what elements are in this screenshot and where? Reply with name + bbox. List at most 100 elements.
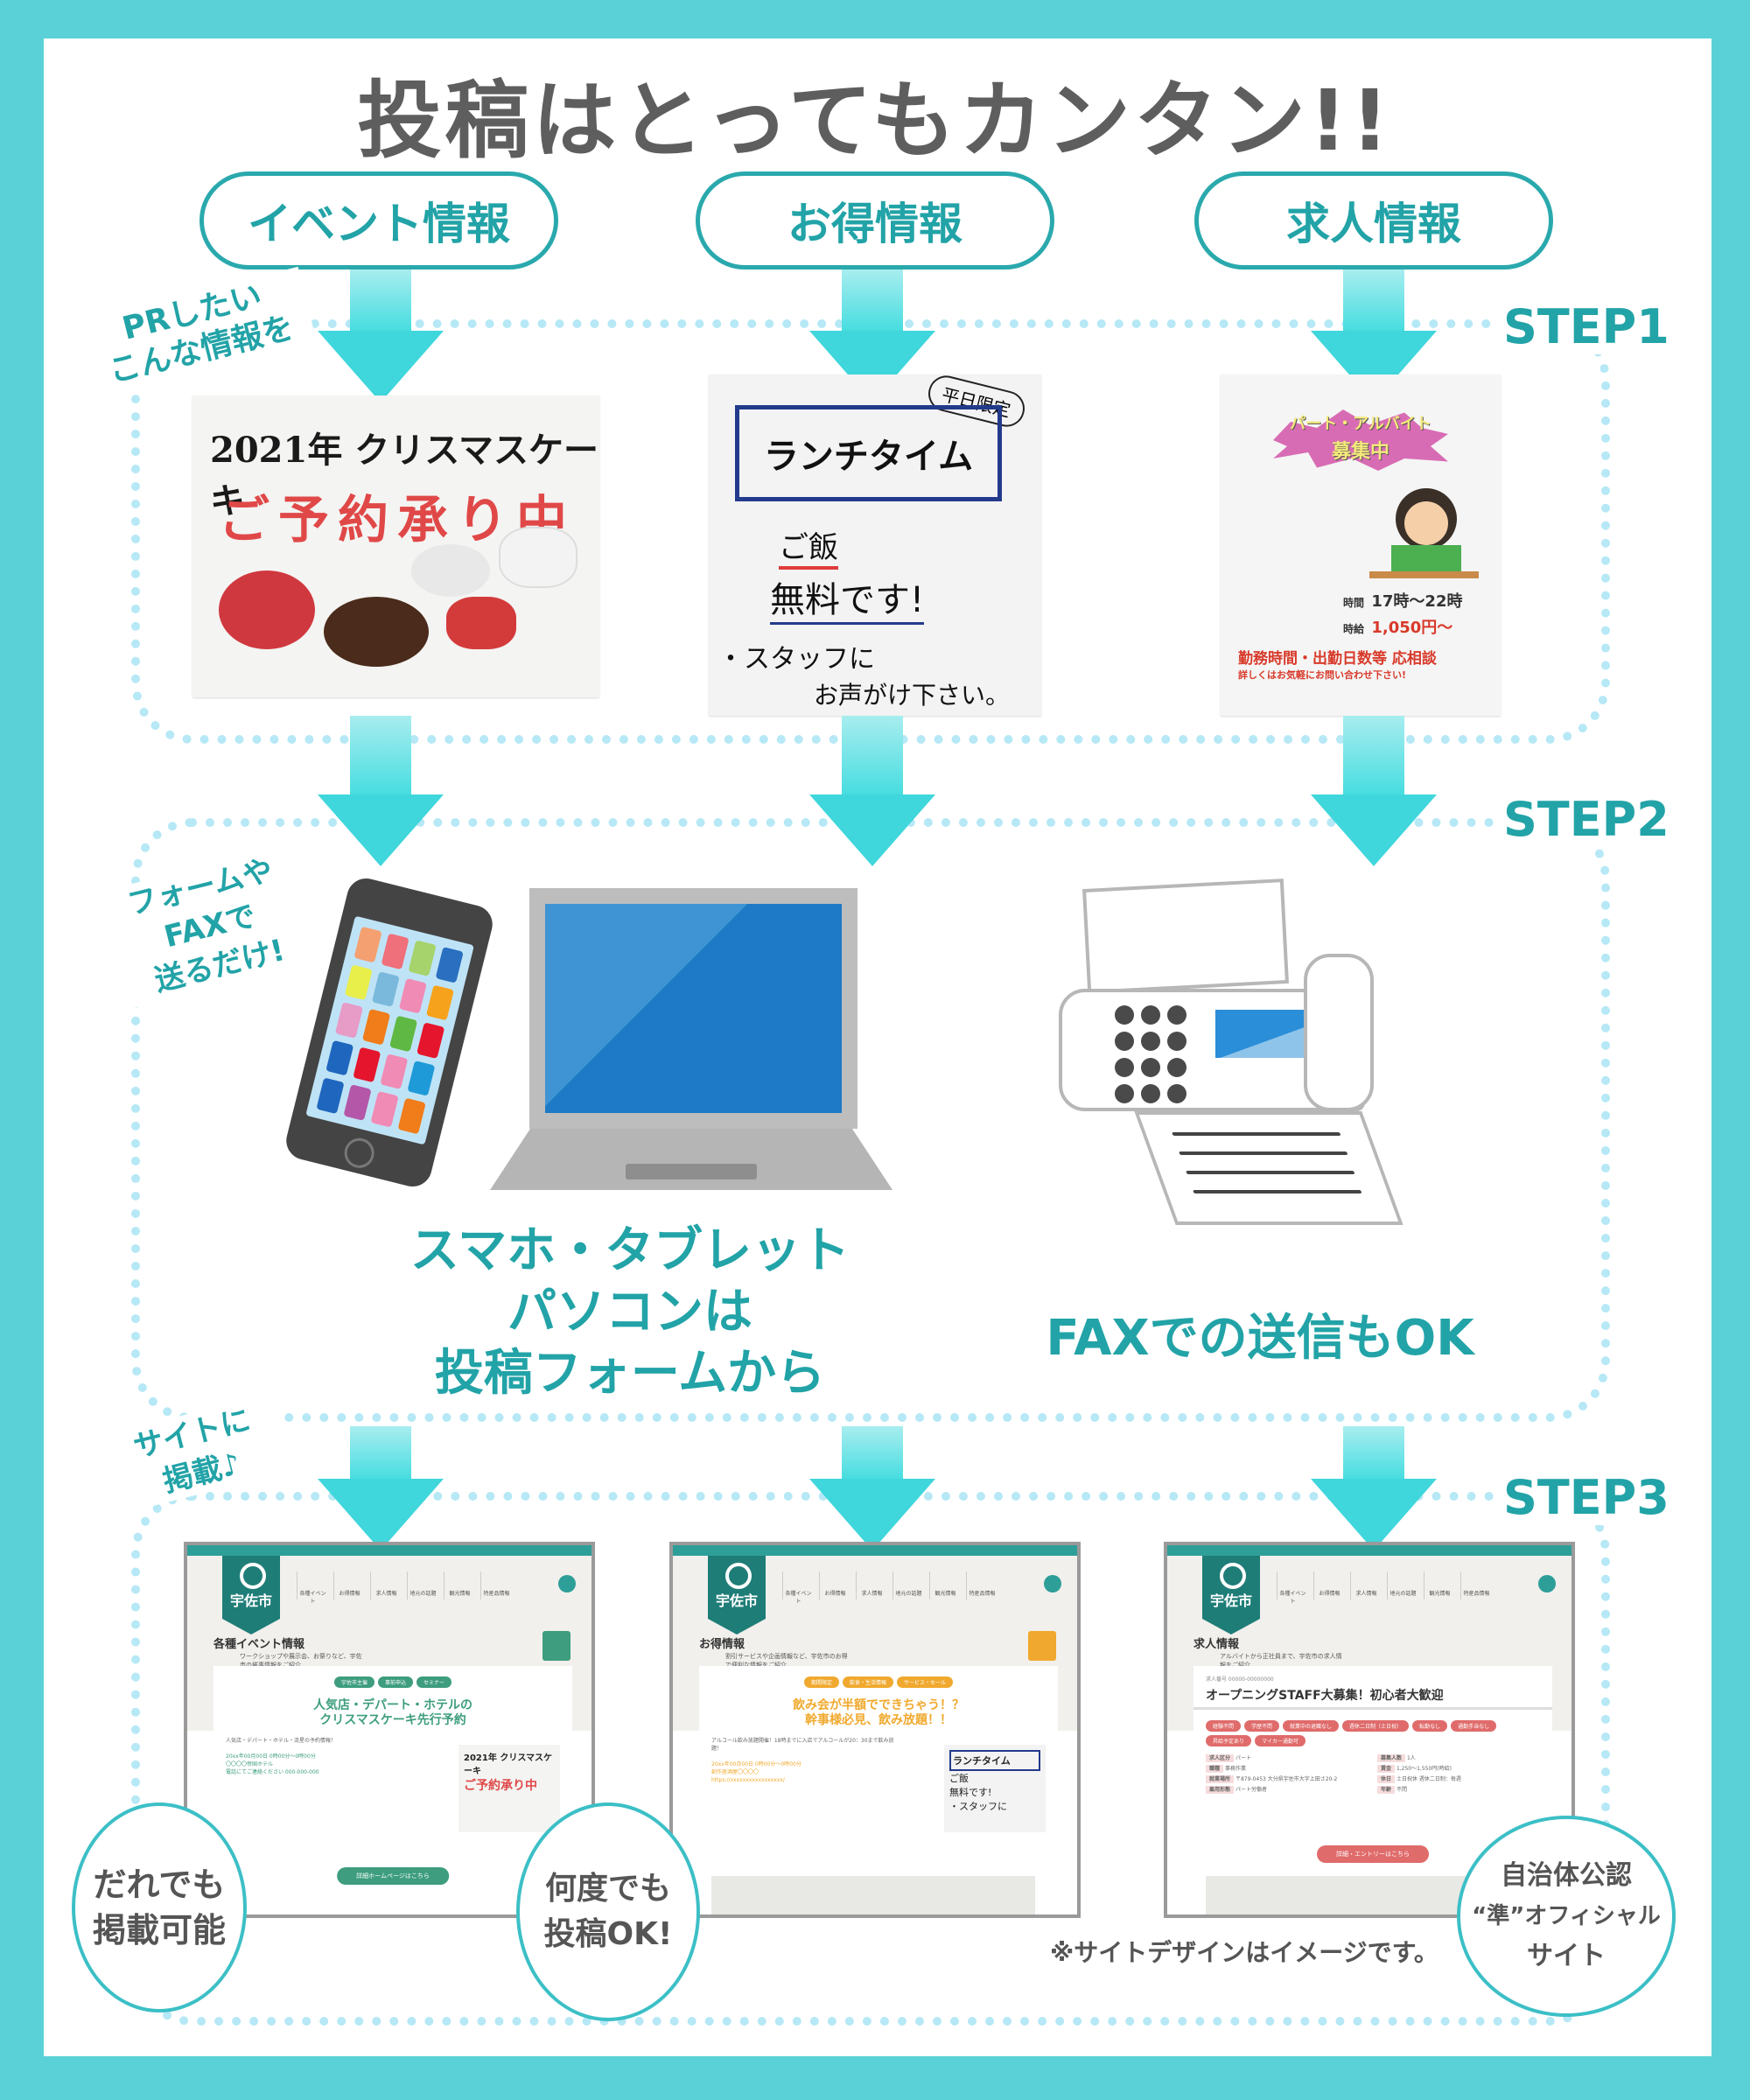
section-title: お得情報 xyxy=(699,1638,746,1651)
photo-text: 時給 xyxy=(1343,623,1365,635)
nav-item: 特産品情報 xyxy=(1460,1572,1492,1600)
feature-bubble-official: 自治体公認“準”オフィシャルサイト xyxy=(1457,1816,1676,2017)
fax-keypad xyxy=(1115,1005,1186,1103)
cake-shape xyxy=(411,544,490,597)
search-button xyxy=(1028,1631,1056,1661)
job-poster-photo: パート・アルバイト 募集中 時間 17時〜22時 時給 1,050円〜 勤務時間… xyxy=(1221,374,1501,716)
nav-item: お得情報 xyxy=(819,1572,850,1600)
job-number: 求人番号 00000-00000000 xyxy=(1206,1676,1274,1683)
nav-item: 特産品情報 xyxy=(480,1572,512,1600)
search-icon xyxy=(1538,1575,1556,1592)
category-label: イベント情報 xyxy=(248,199,510,249)
nav-item: お得情報 xyxy=(333,1572,365,1600)
photo-text: 詳しくはお気軽にお問い合わせ下さい! xyxy=(1238,669,1407,681)
photo-text: パート・アルバイト xyxy=(1290,415,1432,433)
arrow-down-icon xyxy=(350,270,411,331)
arrow-down-icon xyxy=(350,716,411,794)
nav-item: 各種イベント xyxy=(782,1572,814,1605)
photo-text: 勤務時間・出勤日数等 応相談 xyxy=(1238,650,1437,668)
fax-machine-icon xyxy=(1059,866,1479,1234)
event-poster-photo: 2021年 クリスマスケーキ ご予約承り中 xyxy=(192,396,599,697)
arrow-down-icon xyxy=(1343,1426,1404,1479)
search-icon xyxy=(1044,1575,1061,1592)
site-nav: 各種イベントお得情報求人情報地元の話題観光情報特産品情報 xyxy=(297,1572,512,1605)
arrow-down-icon xyxy=(842,716,903,794)
nav-item: 観光情報 xyxy=(1424,1572,1455,1600)
photo-text: ランチタイム xyxy=(735,405,1002,501)
site-logo: 宇佐市 xyxy=(222,1556,280,1634)
cake-shape xyxy=(219,570,315,649)
photo-text: 1,050円〜 xyxy=(1371,619,1453,637)
arrow-head xyxy=(809,1479,935,1550)
step2-label: STEP2 xyxy=(1496,792,1676,847)
section-subtitle: 割引サービスや企画情報など、宇佐市のお得で便利な情報をご紹介 xyxy=(725,1653,848,1669)
section-subtitle: アルバイトから正社員まで、宇佐市の求人情報をご紹介 xyxy=(1220,1653,1342,1669)
step3-label: STEP3 xyxy=(1496,1470,1676,1525)
counter-shape xyxy=(1369,571,1479,578)
site-preview-deal: 宇佐市 各種イベントお得情報求人情報地元の話題観光情報特産品情報 お得情報 割引… xyxy=(669,1542,1081,1918)
job-headline: オープニングSTAFF大募集！初心者大歓迎 xyxy=(1194,1683,1552,1710)
nav-item: 特産品情報 xyxy=(966,1572,998,1600)
fax-handset xyxy=(1304,954,1374,1111)
nav-item: 求人情報 xyxy=(856,1572,887,1600)
nav-item: 観光情報 xyxy=(444,1572,475,1600)
fax-display xyxy=(1215,1010,1312,1058)
arrow-head xyxy=(1311,1479,1437,1550)
category-job: 求人情報 xyxy=(1194,172,1553,270)
photo-text: ・スタッフに xyxy=(718,644,875,675)
site-preview-event: 宇佐市 各種イベントお得情報求人情報地元の話題観光情報特産品情報 各種イベント情… xyxy=(184,1542,595,1918)
arrow-down-icon xyxy=(1343,716,1404,794)
site-logo: 宇佐市 xyxy=(1202,1556,1260,1634)
photo-text: 17時〜22時 xyxy=(1371,592,1463,611)
caption-line: 投稿フォームから xyxy=(434,1345,826,1402)
site-nav: 各種イベントお得情報求人情報地元の話題観光情報特産品情報 xyxy=(782,1572,998,1605)
arrow-down-icon xyxy=(842,1426,903,1479)
feature-bubble-anyone: だれでも掲載可能 xyxy=(72,1802,247,2012)
arrow-down-icon xyxy=(842,270,903,331)
trackpad xyxy=(626,1164,757,1180)
site-cta-button: 詳細ホームページはこちら xyxy=(337,1867,449,1885)
feature-bubble-repost: 何度でも投稿OK! xyxy=(516,1802,700,2021)
section-subtitle: ワークショップや展示会、お祭りなど、宇佐市の催事情報をご紹介 xyxy=(240,1653,362,1669)
laptop-screen xyxy=(545,904,842,1113)
nav-item: 地元の話題 xyxy=(1387,1572,1418,1600)
nav-item: 求人情報 xyxy=(370,1572,402,1600)
job-details-table: 求人区分 パート 募集人数 1人 職種 事務作業 賃金 1,250〜1,550円… xyxy=(1194,1746,1552,1800)
site-cta-button: 詳細・エントリーはこちら xyxy=(1317,1845,1429,1863)
laptop-icon xyxy=(490,888,892,1190)
photo-text: お声がけ下さい。 xyxy=(814,681,1011,710)
caption-line: パソコンは xyxy=(508,1284,752,1340)
category-deal: お得情報 xyxy=(696,172,1054,270)
lunch-poster-photo: 平日限定 ランチタイム ご飯 無料です! ・スタッフに お声がけ下さい。 xyxy=(709,374,1041,716)
site-logo: 宇佐市 xyxy=(708,1556,766,1634)
apron-shape xyxy=(1391,545,1461,576)
cake-shape xyxy=(499,527,578,588)
category-label: 求人情報 xyxy=(1286,199,1461,249)
section-title: 求人情報 xyxy=(1194,1638,1240,1651)
nav-item: 求人情報 xyxy=(1350,1572,1382,1600)
search-icon xyxy=(558,1575,576,1592)
category-event: イベント情報 xyxy=(200,172,558,270)
arrow-down-icon xyxy=(1343,270,1404,331)
thumbnail: 2021年 クリスマスケーキご予約承り中 xyxy=(458,1745,560,1832)
photo-text: 募集中 xyxy=(1331,441,1390,463)
nav-item: 地元の話題 xyxy=(892,1572,924,1600)
arrow-head xyxy=(318,794,444,866)
arrow-head xyxy=(809,794,935,866)
nav-item: 地元の話題 xyxy=(407,1572,438,1600)
home-button-icon xyxy=(341,1135,378,1172)
disclaimer: ※サイトデザインはイメージです。 xyxy=(1050,1938,1438,1967)
device-caption: スマホ・タブレット パソコンは 投稿フォームから xyxy=(332,1221,928,1404)
fax-output-paper xyxy=(1134,1111,1404,1225)
nav-item: 各種イベント xyxy=(297,1572,328,1605)
photo-text: ご飯 xyxy=(779,523,838,570)
arrow-head xyxy=(318,1479,444,1550)
fax-caption: FAXでの送信もOK xyxy=(1046,1310,1474,1367)
category-label: お得情報 xyxy=(788,199,962,249)
cake-shape xyxy=(446,597,516,649)
arrow-head xyxy=(1311,794,1437,866)
nav-item: 観光情報 xyxy=(929,1572,961,1600)
photo-text: 無料です! xyxy=(770,571,925,625)
page-title: 投稿はとってもカンタン!! xyxy=(357,72,1393,170)
fax-input-paper xyxy=(1082,878,1289,994)
